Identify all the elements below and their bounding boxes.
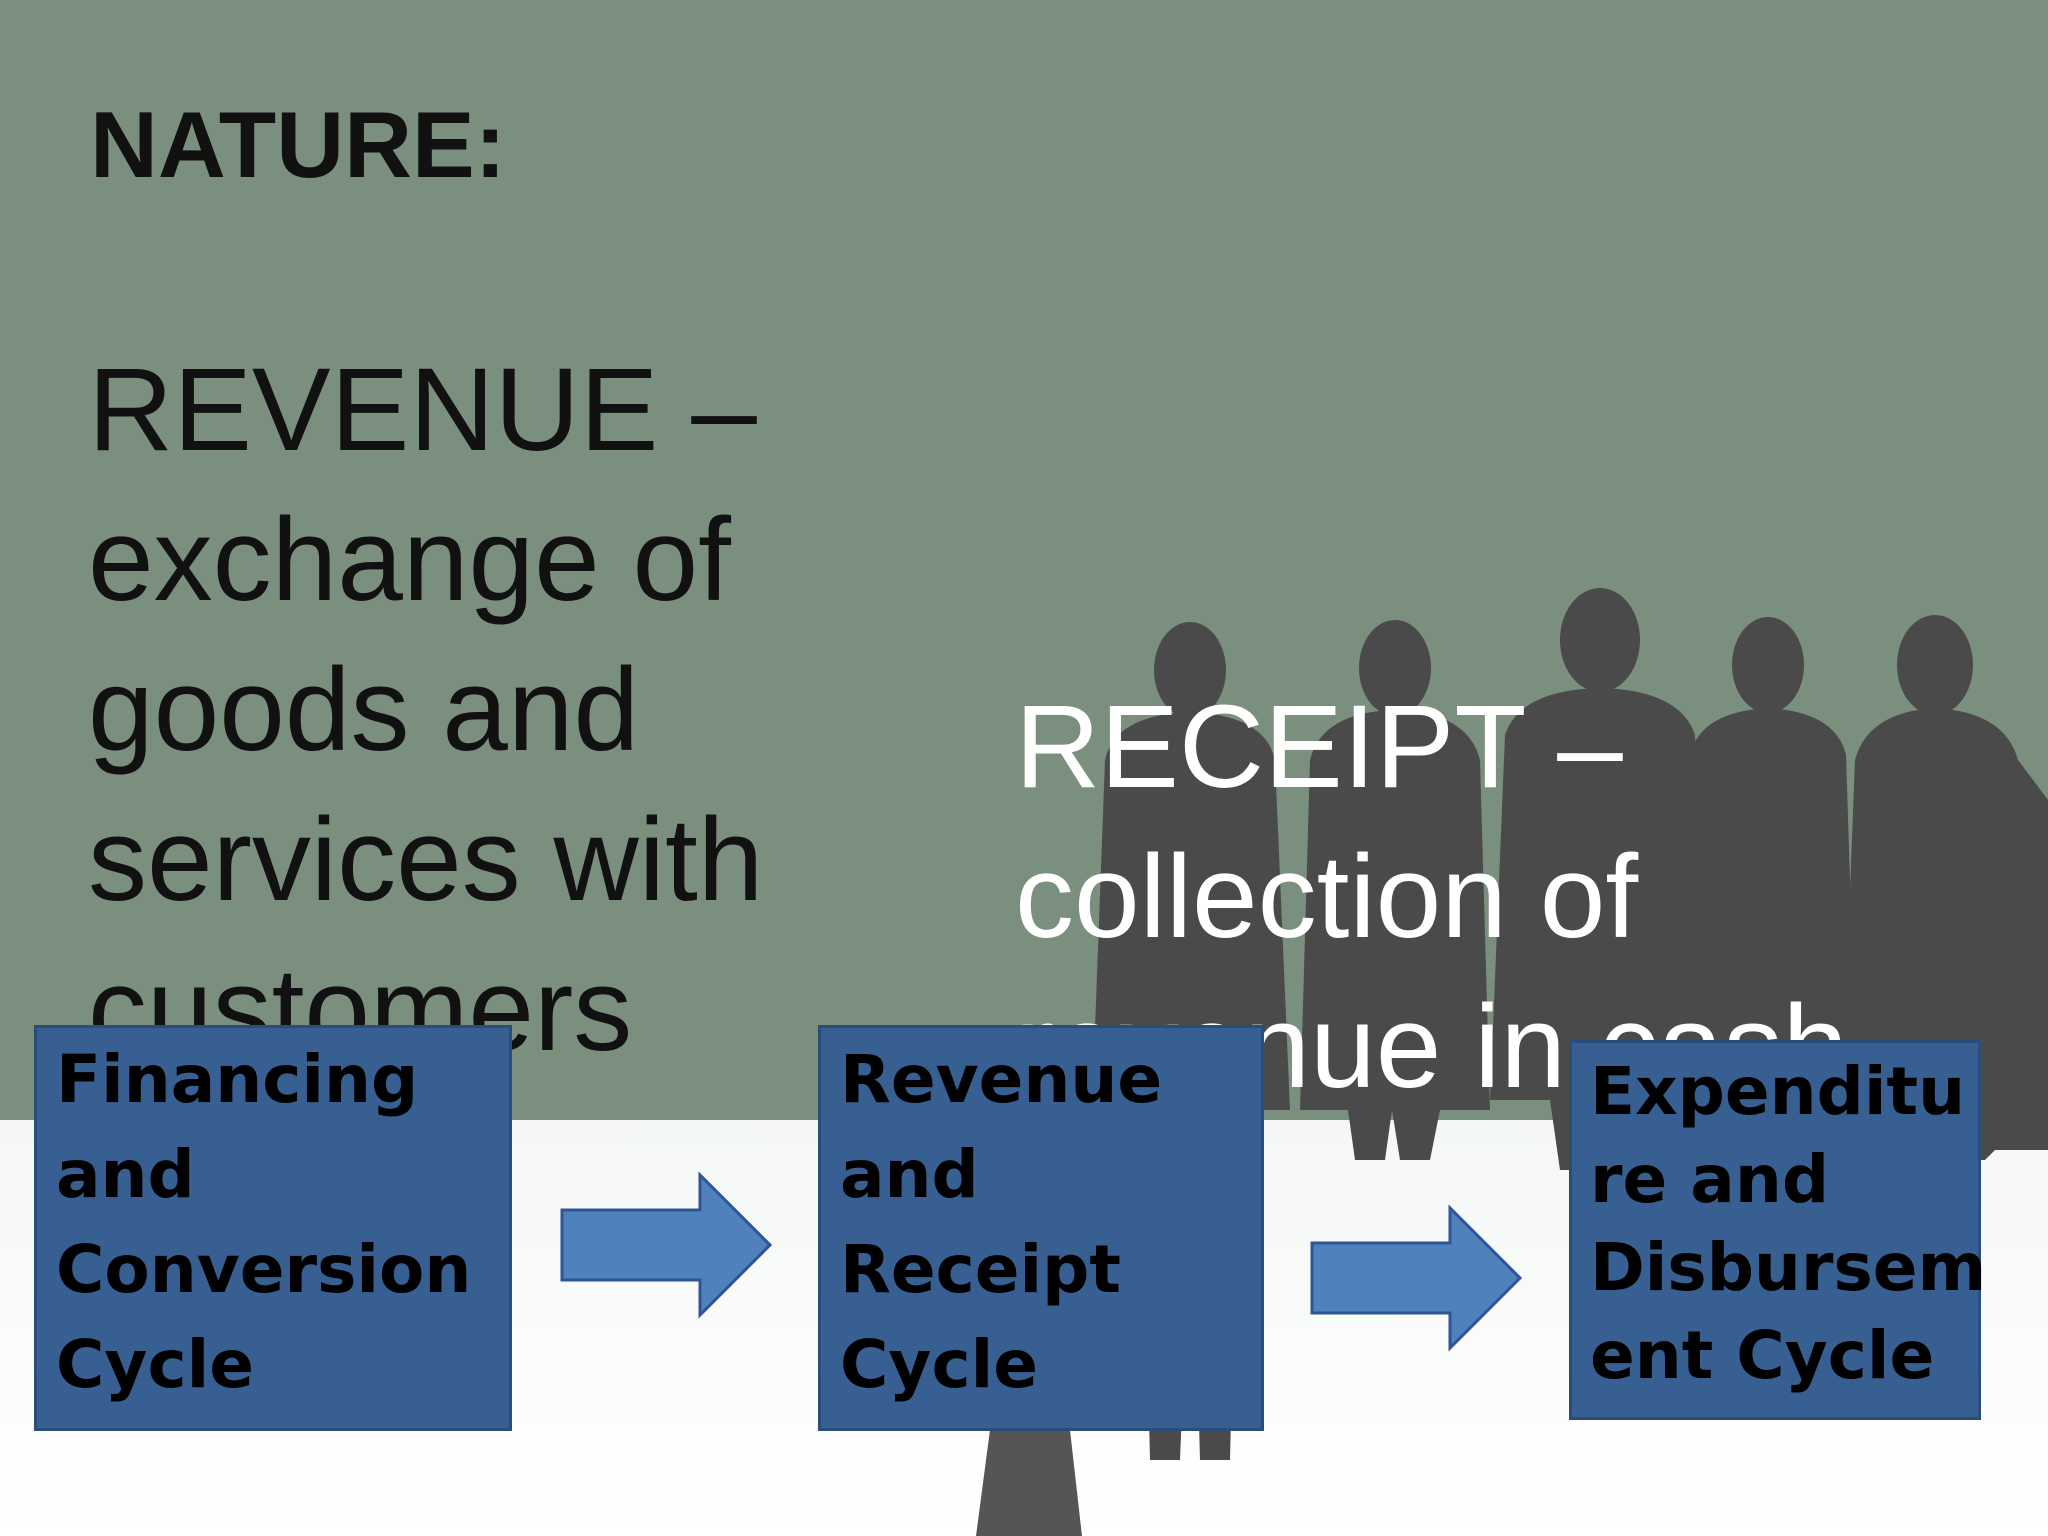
- financing-cycle-label-line: Cycle: [56, 1326, 254, 1403]
- financing-cycle-label-line: Conversion: [56, 1231, 472, 1308]
- expenditure-cycle-label-line: ent Cycle: [1590, 1317, 1935, 1394]
- revenue-cycle-label-line: Revenue: [840, 1041, 1163, 1118]
- expenditure-cycle-label-line: Expenditu: [1590, 1053, 1966, 1130]
- revenue-definition-line: REVENUE –: [88, 344, 757, 476]
- expenditure-cycle-label-line: Disbursem: [1590, 1229, 1987, 1306]
- financing-cycle-label-line: Financing: [56, 1041, 419, 1118]
- slide-title: NATURE:: [90, 92, 506, 197]
- revenue-definition-line: goods and: [88, 644, 640, 776]
- financing-cycle-label: Financing and Conversion Cycle: [56, 1032, 471, 1412]
- revenue-definition-line: services with: [88, 794, 764, 926]
- financing-cycle-label-line: and: [56, 1136, 195, 1213]
- expenditure-cycle-label-line: re and: [1590, 1141, 1830, 1218]
- receipt-definition-line: RECEIPT –: [1015, 681, 1623, 813]
- receipt-definition-line: collection of: [1015, 831, 1639, 963]
- revenue-cycle-box: [818, 1025, 1264, 1431]
- revenue-cycle-label-line: and: [840, 1136, 979, 1213]
- revenue-cycle-label: Revenue and Receipt Cycle: [840, 1032, 1162, 1412]
- financing-cycle-box: [34, 1025, 512, 1431]
- revenue-definition: REVENUE – exchange of goods and services…: [88, 335, 848, 1085]
- revenue-definition-line: exchange of: [88, 494, 731, 626]
- revenue-cycle-label-line: Cycle: [840, 1326, 1038, 1403]
- expenditure-cycle-box: [1569, 1040, 1981, 1420]
- expenditure-cycle-label: Expenditu re and Disbursem ent Cycle: [1590, 1048, 1986, 1400]
- revenue-cycle-label-line: Receipt: [840, 1231, 1121, 1308]
